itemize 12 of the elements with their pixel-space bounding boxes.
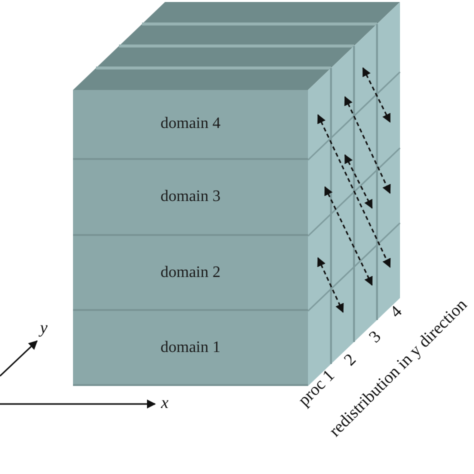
processor-label: 2 bbox=[340, 350, 360, 370]
domain-label: domain 2 bbox=[160, 264, 220, 282]
axis-label: y bbox=[40, 318, 48, 338]
domain-slab bbox=[73, 90, 308, 160]
axis-label: x bbox=[161, 393, 169, 413]
processor-label: 4 bbox=[386, 302, 406, 322]
domain-label: domain 3 bbox=[160, 188, 220, 206]
domain-label: domain 1 bbox=[160, 338, 220, 356]
domain-slab bbox=[73, 160, 308, 236]
domain-label: domain 4 bbox=[160, 115, 220, 133]
domain-slab bbox=[73, 236, 308, 311]
processor-label: 3 bbox=[364, 326, 385, 348]
